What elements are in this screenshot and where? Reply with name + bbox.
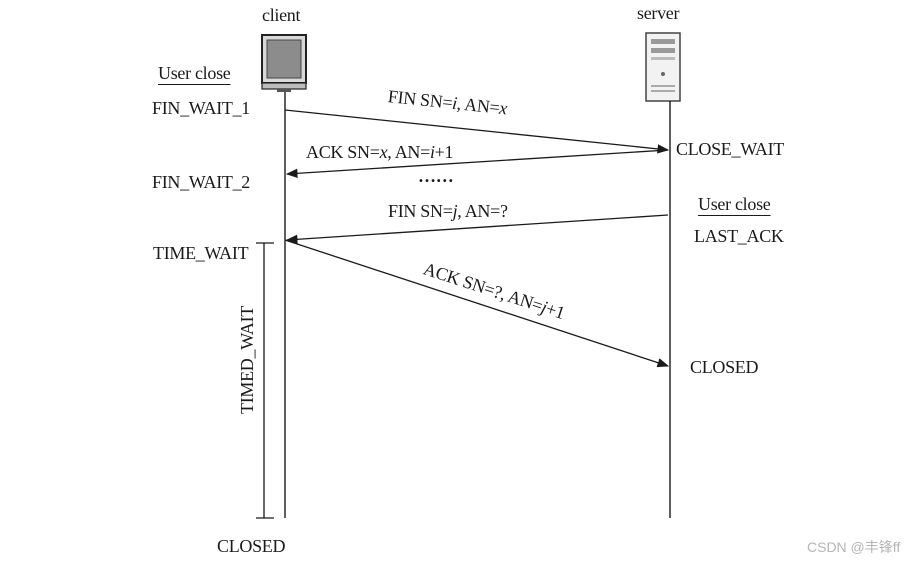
ack1-arrow — [285, 149, 669, 179]
ack2-arrow — [284, 239, 670, 368]
fin2-an-suffix: , AN=? — [457, 201, 508, 221]
timed-wait-bracket — [256, 242, 274, 519]
server-tower-icon — [645, 32, 681, 102]
fin2-sn-value: j — [452, 201, 458, 221]
ack1-an-value: i — [429, 142, 435, 162]
ack1-an-suffix: +1 — [434, 142, 454, 162]
last-ack-state: LAST_ACK — [694, 226, 784, 246]
fin-wait-1-state: FIN_WAIT_1 — [152, 98, 250, 118]
ack1-prefix: ACK SN= — [306, 142, 380, 162]
server-title: server — [637, 3, 680, 23]
server-closed-state: CLOSED — [690, 357, 759, 377]
fin2-message-label: FIN SN=j, AN=? — [388, 201, 508, 222]
client-closed-state: CLOSED — [217, 536, 286, 556]
client-user-close-label: User close — [158, 63, 231, 83]
fin2-prefix: FIN SN= — [388, 201, 453, 221]
server-user-close-label: User close — [698, 194, 771, 214]
timed-wait-label: TIMED_WAIT — [237, 306, 257, 414]
client-title: client — [262, 5, 301, 25]
fin1-an-value: x — [498, 97, 509, 119]
ack1-an-prefix: , AN= — [387, 142, 430, 162]
fin1-arrow — [284, 109, 670, 154]
ellipsis-dots: …… — [418, 166, 454, 186]
close-wait-state: CLOSE_WAIT — [676, 139, 784, 159]
ack1-message-label: ACK SN=x, AN=i+1 — [306, 142, 454, 163]
watermark: CSDN @丰锋ff — [807, 539, 901, 555]
monitor-icon — [261, 34, 307, 92]
fin1-an-prefix: , AN= — [455, 93, 501, 118]
fin2-arrow — [285, 214, 669, 244]
fin-wait-2-state: FIN_WAIT_2 — [152, 172, 250, 192]
time-wait-state: TIME_WAIT — [153, 243, 249, 263]
ack1-sn-value: x — [379, 142, 388, 162]
